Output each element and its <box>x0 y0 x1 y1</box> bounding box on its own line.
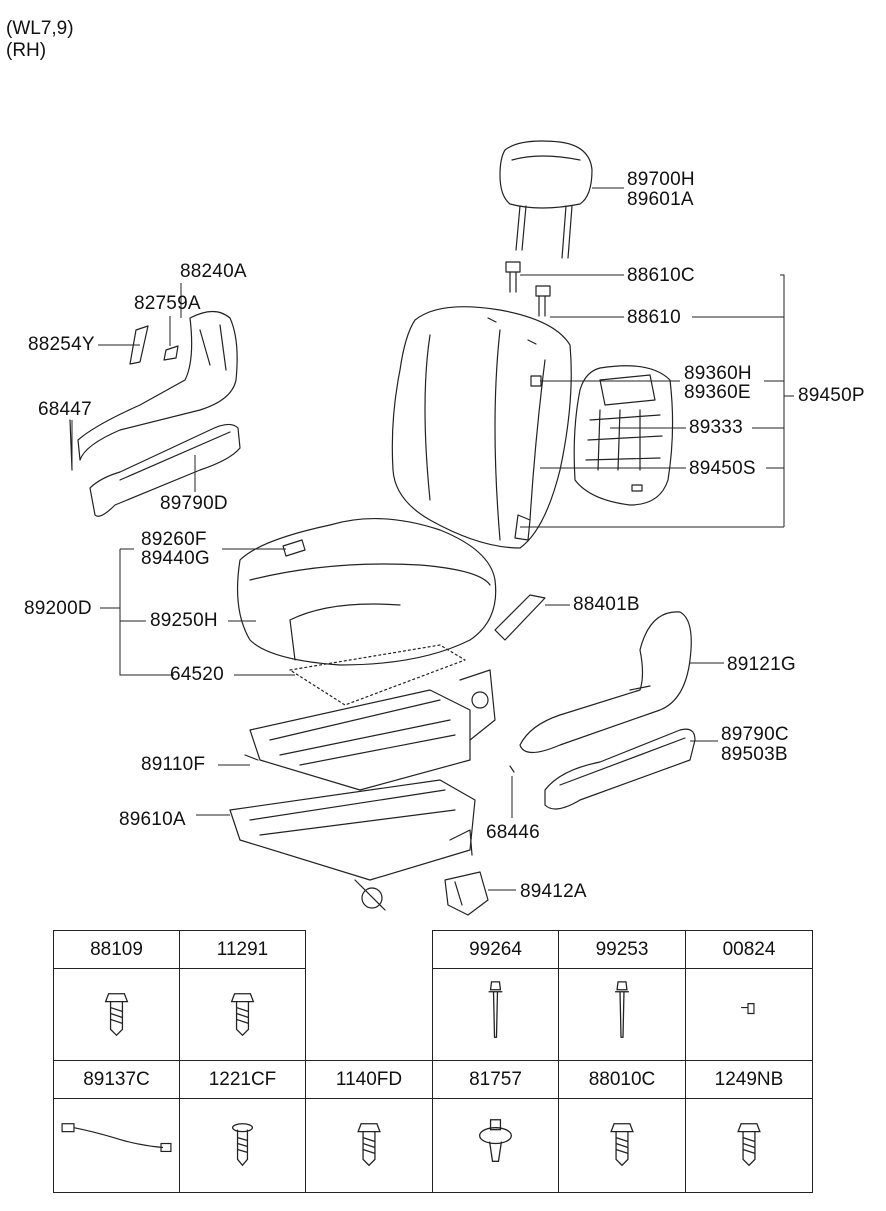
callout-screw-left: 68447 <box>38 399 92 420</box>
parts-code: 1140FD <box>306 1061 432 1099</box>
bolt-icon <box>104 993 129 1037</box>
bolt-icon <box>357 1123 381 1167</box>
bolt-icon <box>737 1123 761 1167</box>
wire-harness-icon <box>61 1123 172 1153</box>
callout-lever: 88254Y <box>28 334 95 355</box>
strap <box>494 594 546 641</box>
bracket-cover <box>444 871 489 916</box>
parts-cell: 1140FD <box>305 1060 433 1193</box>
seat-cushion <box>236 517 497 666</box>
seat-exploded-diagram <box>69 140 794 916</box>
callout-cushion-cover: 89250H <box>150 610 218 631</box>
seat-track <box>229 779 476 911</box>
callout-lower-cover-right-c: 89790C <box>721 724 789 745</box>
parts-cell: 00824 <box>685 930 813 1061</box>
parts-code: 88010C <box>559 1061 685 1099</box>
rivet-icon <box>488 981 503 1038</box>
screw-right <box>509 765 515 773</box>
parts-code: 99253 <box>559 931 685 969</box>
parts-cell: 88010C <box>558 1060 686 1193</box>
headrest <box>499 140 593 259</box>
parts-cell: 99253 <box>558 930 686 1061</box>
clip-icon <box>479 1119 512 1162</box>
seat-back-board <box>573 365 674 506</box>
callout-lower-cover-right-b: 89503B <box>721 744 788 765</box>
lower-cover-right <box>544 728 696 810</box>
parts-cell: 1249NB <box>685 1060 813 1193</box>
callout-frame: 89110F <box>141 754 206 775</box>
callout-cushion-g: 89440G <box>141 548 210 569</box>
screw-icon <box>231 1123 254 1167</box>
parts-cell: 88109 <box>53 930 180 1061</box>
headrest-guide-upper <box>505 261 521 293</box>
callout-side-cover-right: 89121G <box>727 654 796 675</box>
bolt-icon <box>230 993 255 1037</box>
headrest-guide-lower <box>535 285 551 317</box>
parts-code: 99264 <box>433 931 558 969</box>
callout-back-board: 89333 <box>689 417 743 438</box>
parts-code: 89137C <box>54 1061 179 1099</box>
parts-code: 1249NB <box>686 1061 812 1099</box>
hardware-parts-table: 88109 11291 99264 99253 00824 89137C 122… <box>53 930 813 1193</box>
callout-back-s: 89450S <box>689 458 756 479</box>
seat-heater-mat <box>289 644 466 706</box>
parts-code: 81757 <box>433 1061 558 1099</box>
callout-bracket: 89412A <box>520 881 587 902</box>
pin-icon <box>741 1003 755 1015</box>
parts-code: 00824 <box>686 931 812 969</box>
parts-cell: 99264 <box>432 930 559 1061</box>
seat-back <box>391 306 572 549</box>
callout-cover-trim-left: 88240A <box>180 261 247 282</box>
callout-cushion-assy: 89200D <box>24 598 92 619</box>
parts-code: 88109 <box>54 931 179 969</box>
parts-cell: 81757 <box>432 1060 559 1193</box>
callout-guide-c: 88610C <box>627 265 695 286</box>
callout-heater: 64520 <box>170 664 224 685</box>
callout-cushion-f: 89260F <box>141 529 207 550</box>
parts-cell: 89137C <box>53 1060 180 1193</box>
variant-code: (WL7,9) <box>6 18 74 39</box>
rivet-icon <box>615 981 629 1038</box>
parts-code: 11291 <box>180 931 305 969</box>
callout-guide: 88610 <box>627 307 681 328</box>
side-cover-left <box>77 310 238 461</box>
callout-knob: 82759A <box>134 293 201 314</box>
callout-back-assy: 89450P <box>798 385 865 406</box>
bolt-icon <box>610 1123 634 1167</box>
seat-frame <box>244 669 496 791</box>
callout-pad-e: 89360E <box>684 382 751 403</box>
parts-cell: 11291 <box>179 930 306 1061</box>
parts-code: 1221CF <box>180 1061 305 1099</box>
callout-headrest-a: 89700H <box>627 169 695 190</box>
variant-side: (RH) <box>6 40 47 61</box>
side-cover-right <box>519 611 692 754</box>
callout-pad-h: 89360H <box>684 363 752 384</box>
callout-strap: 88401B <box>573 594 640 615</box>
parts-cell: 1221CF <box>179 1060 306 1193</box>
callout-screw-right: 68446 <box>486 822 540 843</box>
callout-headrest-b: 89601A <box>627 189 694 210</box>
callout-track: 89610A <box>119 809 186 830</box>
callout-lower-cover-left: 89790D <box>160 493 228 514</box>
